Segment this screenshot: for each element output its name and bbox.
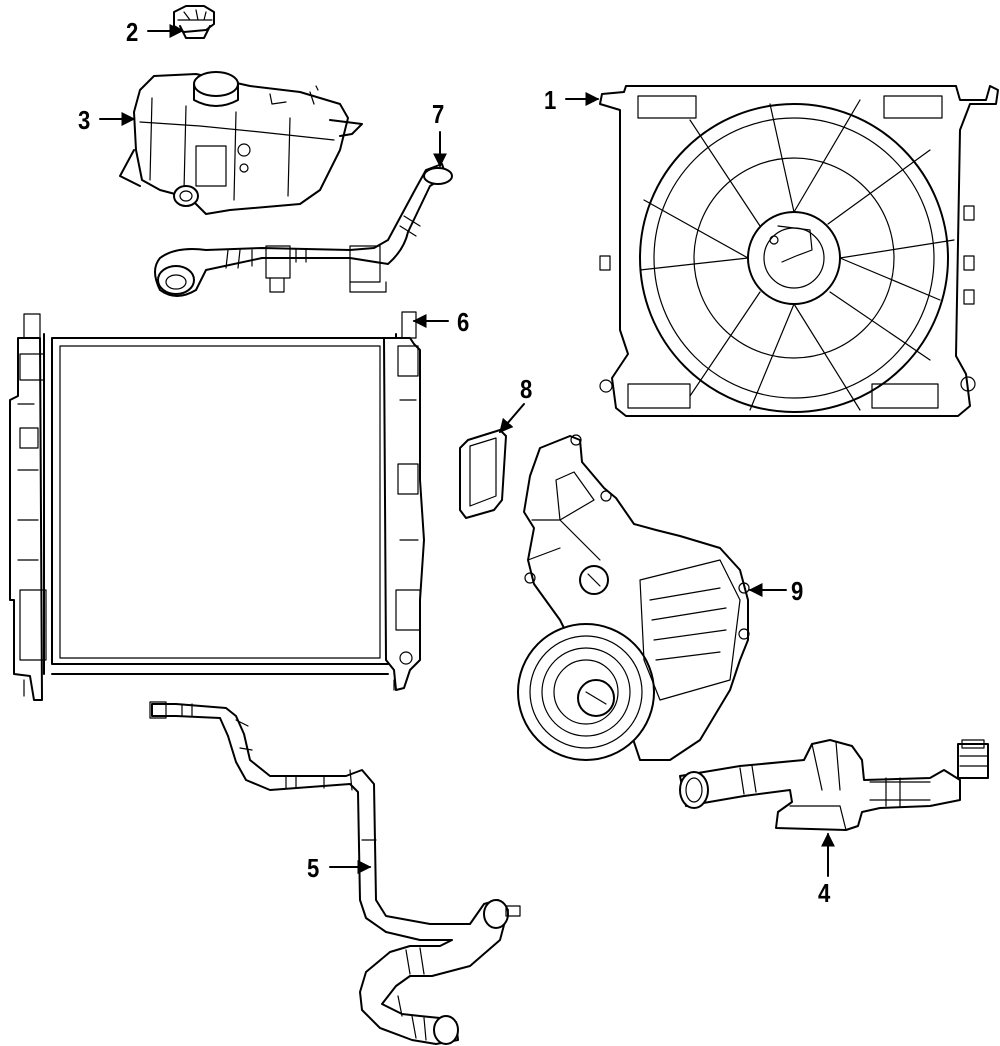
callout-2: 2: [126, 17, 139, 47]
callout-5: 5: [307, 853, 320, 883]
thermostat-housing: [679, 739, 989, 831]
leader-lines: [99, 24, 835, 877]
lower-hose: [149, 701, 521, 1045]
radiator: [9, 311, 425, 701]
fan-shroud: [599, 85, 999, 417]
coolant-reservoir: [119, 71, 363, 215]
callout-9: 9: [791, 576, 804, 606]
callout-6: 6: [457, 307, 470, 337]
callout-8: 8: [520, 374, 533, 404]
upper-hose: [154, 163, 453, 297]
leader-line-8: [499, 403, 525, 434]
gasket: [459, 429, 507, 519]
callout-1: 1: [544, 85, 557, 115]
callout-7: 7: [432, 99, 445, 129]
water-pump: [517, 434, 750, 761]
callout-3: 3: [78, 105, 91, 135]
callout-4: 4: [818, 878, 831, 908]
pressure-cap: [173, 5, 215, 39]
